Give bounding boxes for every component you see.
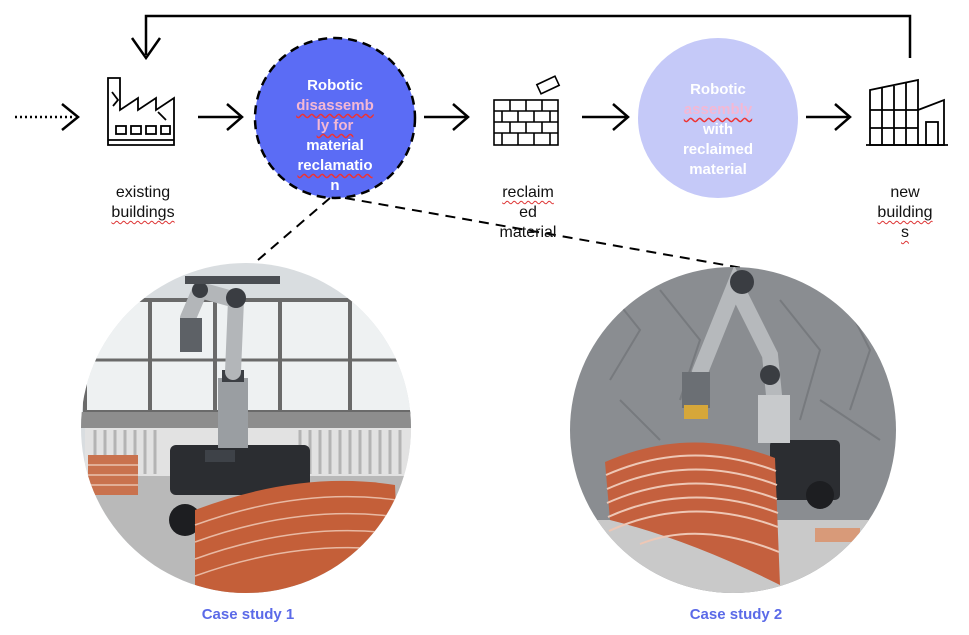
case-study-2-photo <box>570 267 896 593</box>
disassembly-ly: ly for <box>316 117 354 134</box>
existing-buildings-label: existing buildings <box>111 184 175 221</box>
new-building-icon <box>866 78 948 146</box>
flow-arrows <box>198 103 852 131</box>
assembly-circle <box>638 38 798 198</box>
bricks-icon <box>493 75 561 146</box>
feedback-loop-arrow <box>144 14 912 58</box>
disassembly-text: Robotic disassemb ly for material reclam… <box>296 77 374 194</box>
disassembly-circle <box>253 36 417 200</box>
case-study-2-label: Case study 2 <box>689 606 783 623</box>
assembly-text: Robotic assembly with reclaimed material <box>682 81 754 178</box>
factory-icon <box>107 77 175 146</box>
feedback-arrowhead <box>130 37 162 61</box>
reclaimed-material-label: reclaim ed material <box>499 184 557 241</box>
case-study-1-photo <box>81 263 411 593</box>
new-buildings-label: new building s <box>877 184 933 241</box>
connector-case-1 <box>243 197 331 273</box>
case-study-1-label: Case study 1 <box>201 606 295 623</box>
